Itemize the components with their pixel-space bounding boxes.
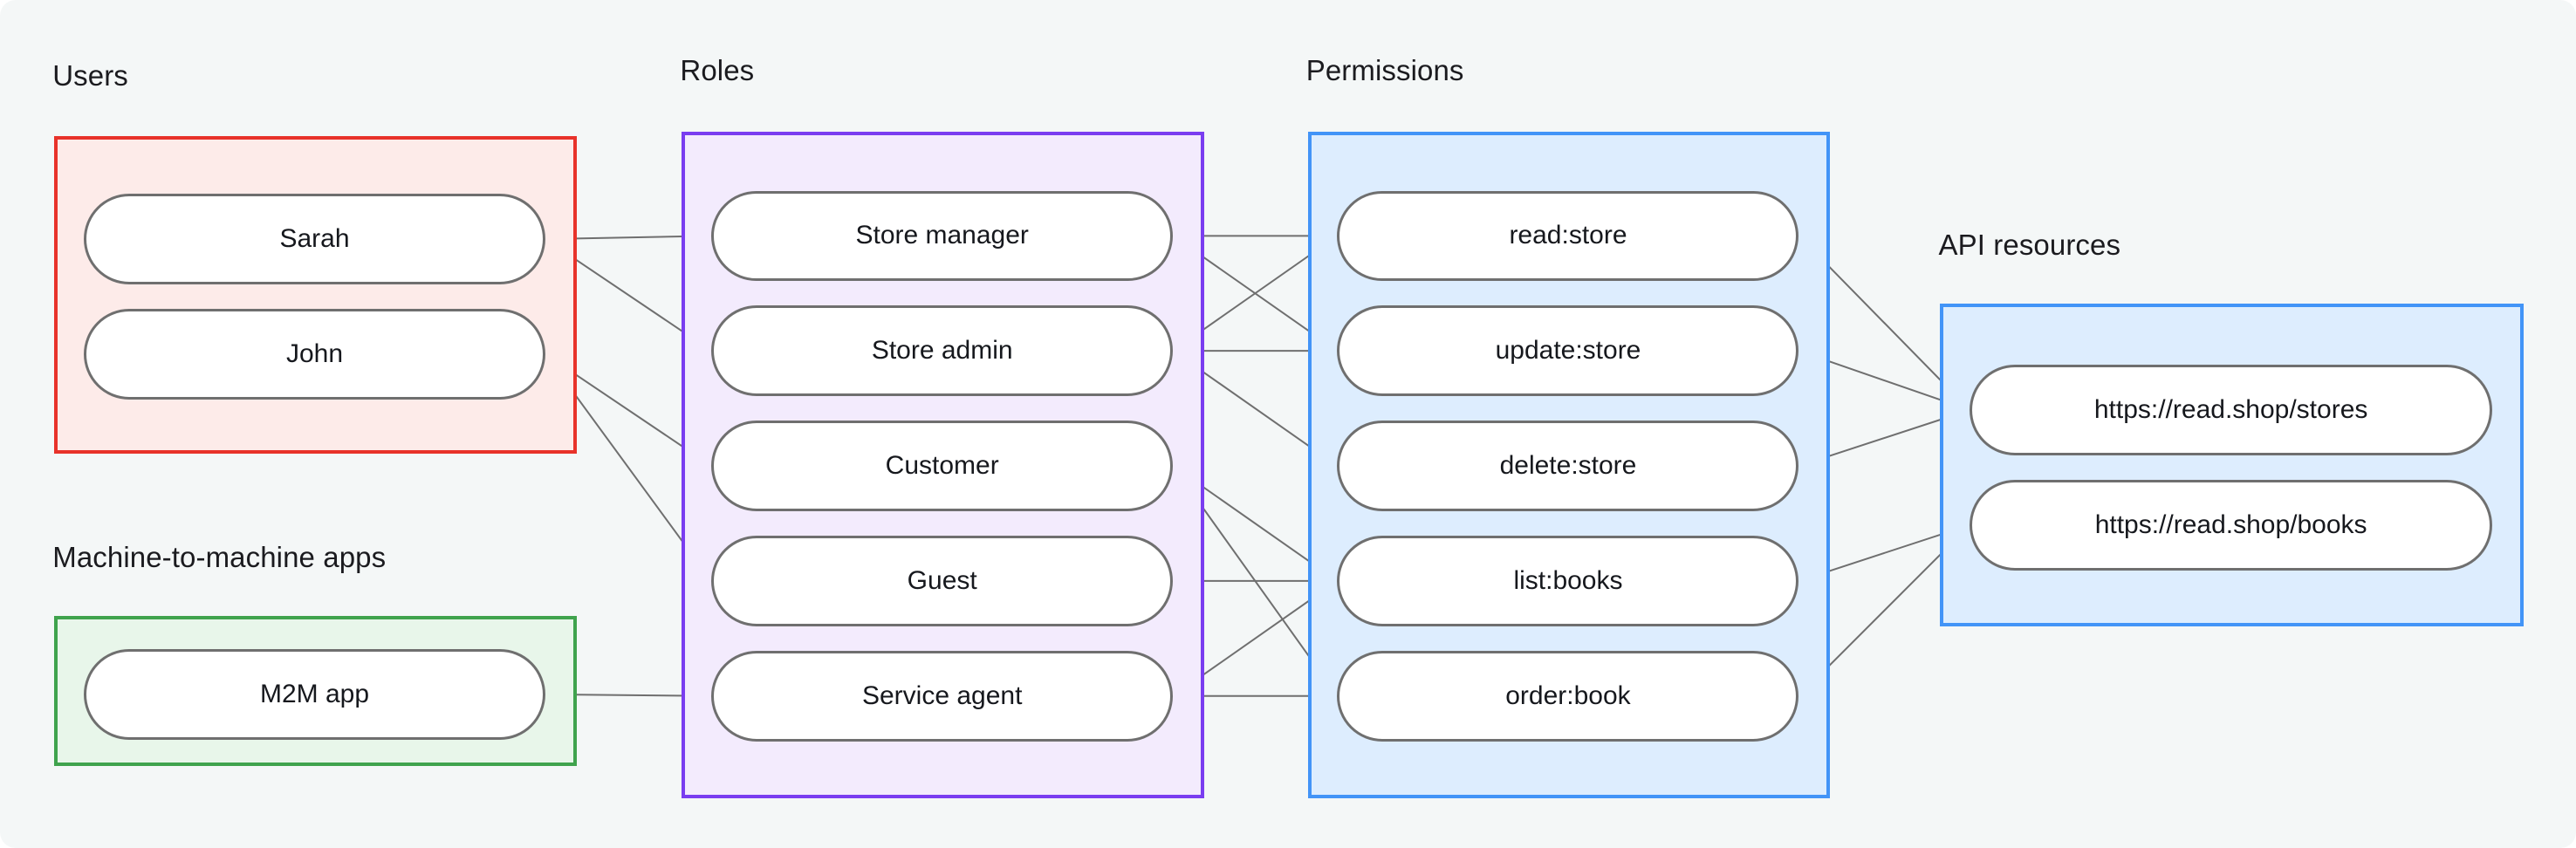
node-list_books[interactable]: list:books bbox=[1337, 536, 1799, 626]
node-sarah[interactable]: Sarah bbox=[84, 194, 546, 284]
node-customer[interactable]: Customer bbox=[711, 421, 1174, 511]
node-res_stores[interactable]: https://read.shop/stores bbox=[1970, 365, 2492, 455]
group-title-permissions: Permissions bbox=[1305, 54, 1464, 87]
group-title-m2m: Machine-to-machine apps bbox=[52, 540, 387, 573]
group-title-roles: Roles bbox=[680, 54, 755, 87]
node-delete_store[interactable]: delete:store bbox=[1337, 421, 1799, 511]
node-service_agent[interactable]: Service agent bbox=[711, 650, 1174, 742]
group-box-users bbox=[54, 136, 577, 454]
group-box-api_resources bbox=[1940, 304, 2524, 626]
node-read_store[interactable]: read:store bbox=[1337, 190, 1799, 282]
node-update_store[interactable]: update:store bbox=[1337, 305, 1799, 396]
node-res_books[interactable]: https://read.shop/books bbox=[1970, 480, 2492, 571]
group-title-api_resources: API resources bbox=[1938, 228, 2121, 261]
node-order_book[interactable]: order:book bbox=[1337, 650, 1799, 742]
node-store_manager[interactable]: Store manager bbox=[711, 190, 1174, 282]
node-m2mapp[interactable]: M2M app bbox=[84, 649, 546, 740]
node-guest[interactable]: Guest bbox=[711, 536, 1174, 626]
group-title-users: Users bbox=[52, 58, 128, 92]
node-john[interactable]: John bbox=[84, 309, 546, 400]
node-store_admin[interactable]: Store admin bbox=[711, 305, 1174, 396]
